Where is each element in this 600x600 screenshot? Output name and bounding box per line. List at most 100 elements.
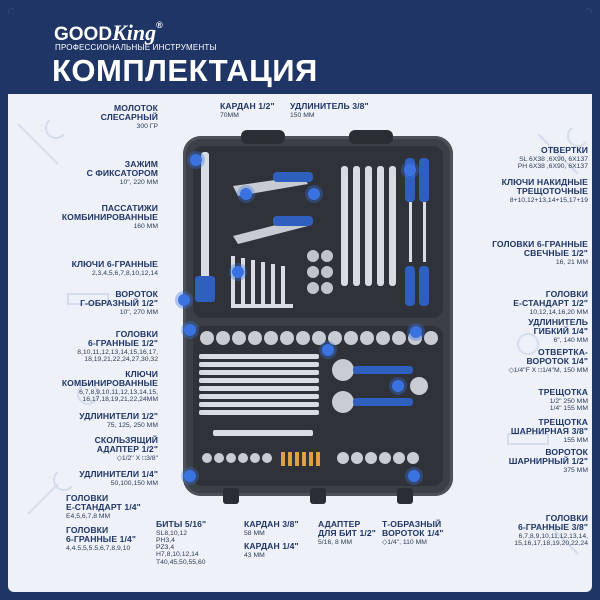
label-title: Т-ОБРАЗНЫЙ ВОРОТОК 1/4" [382, 519, 444, 539]
bits-row-shape [281, 452, 320, 466]
brand-name-b: King [112, 20, 157, 45]
content-panel: GOODKing® ПРОФЕССИОНАЛЬНЫЕ ИНСТРУМЕНТЫ К… [8, 8, 592, 592]
combo-wrenches-shape [199, 354, 319, 415]
label-title: МОЛОТОК СЛЕСАРНЫЙ [100, 103, 158, 123]
label-locking-pliers: ЗАЖИМ С ФИКСАТОРОМ 10", 220 ММ [8, 159, 158, 186]
label-spec: 16, 21 ММ [555, 259, 588, 267]
label-spec: 8+10,12+13,14+15,17+19 [509, 197, 588, 205]
header-band: GOODKing® ПРОФЕССИОНАЛЬНЫЕ ИНСТРУМЕНТЫ К… [8, 8, 592, 94]
label-ext-half: УДЛИНИТЕЛИ 1/2" 75, 125, 250 ММ [8, 411, 158, 430]
label-cardan-quarter: КАРДАН 1/4" 43 ММ [244, 541, 314, 560]
label-hex-keys: КЛЮЧИ 6-ГРАННЫЕ 2,3,4,5,6,7,8,10,12,14 [8, 259, 158, 277]
case-handle-right [349, 130, 393, 144]
label-title: КАРДАН 1/4" [244, 541, 299, 551]
label-sockets-quarter: ГОЛОВКИ 6-ГРАННЫЕ 1/4" 4,4.5,5,5.5,6,7,8… [66, 525, 176, 553]
label-bits: БИТЫ 5/16" SL8,10,12 PH3,4 PZ3,4 H7,8,10… [156, 519, 236, 566]
label-ratchet: ТРЕЩОТКА 1/2" 250 ММ 1/4" 155 ММ [428, 387, 588, 412]
socket-row-top [200, 331, 438, 345]
brand-logo: GOODKing® [54, 20, 163, 46]
label-title: УДЛИНИТЕЛЬ 3/8" [290, 101, 369, 111]
callout-dot [410, 326, 422, 338]
lower-tray-tools [199, 331, 438, 466]
hammer-handle-shape [201, 152, 209, 302]
label-title: ЗАЖИМ С ФИКСАТОРОМ [86, 159, 158, 179]
label-title: ГОЛОВКИ 6-ГРАННЫЕ СВЕЧНЫЕ 1/2" [492, 239, 588, 259]
label-spec: ◇1/2" X □3/8" [116, 455, 158, 463]
label-cardan-half: КАРДАН 1/2" 70ММ [220, 101, 300, 120]
label-sockets-38: ГОЛОВКИ 6-ГРАННЫЕ 3/8" 6,7,8,9,10,11,12,… [448, 513, 588, 548]
callout-dot [392, 380, 404, 392]
label-cardan-38: КАРДАН 3/8" 58 ММ [244, 519, 314, 538]
label-title: КАРДАН 3/8" [244, 519, 299, 529]
brand-tagline: ПРОФЕССИОНАЛЬНЫЕ ИНСТРУМЕНТЫ [55, 43, 217, 52]
label-ext-quarter: УДЛИНИТЕЛИ 1/4" 50,100,150 ММ [8, 469, 158, 487]
label-spec: 10,12,14,16,20 ММ [529, 309, 588, 317]
label-spec: 160 ММ [133, 223, 158, 231]
label-spec: SL8,10,12 PH3,4 PZ3,4 H7,8,10,12,14 T40,… [156, 530, 206, 566]
case-upper-tray [193, 146, 443, 318]
case-latch-center [310, 488, 326, 504]
label-combo-wrenches: КЛЮЧИ КОМБИНИРОВАННЫЕ 6,7,8,9,10,11,12,1… [8, 369, 158, 404]
label-title: БИТЫ 5/16" [156, 519, 207, 529]
label-sockets-half: ГОЛОВКИ 6-ГРАННЫЕ 1/2" 8,10,11,12,13,14,… [8, 329, 158, 364]
label-title: ПАССАТИЖИ КОМБИНИРОВАННЫЕ [61, 203, 158, 223]
case-lower-tray [193, 326, 443, 486]
case-latch-right [397, 488, 413, 504]
case-latch-left [223, 488, 239, 504]
label-etorx-quarter: ГОЛОВКИ Е-СТАНДАРТ 1/4" E4,5,6,7,8 ММ [66, 493, 176, 520]
label-t-bar: Т-ОБРАЗНЫЙ ВОРОТОК 1/4" ◇1/4", 110 ММ [382, 519, 462, 547]
callout-dot [322, 344, 334, 356]
hammer-grip-shape [195, 276, 215, 302]
callout-dot [178, 294, 190, 306]
label-slide-adapter: СКОЛЬЗЯЩИЙ АДАПТЕР 1/2" ◇1/2" X □3/8" [8, 435, 158, 463]
hex-keys-shape [231, 256, 293, 308]
ratchets-shape [332, 359, 428, 413]
label-title: ВОРОТОК Г-ОБРАЗНЫЙ 1/2" [80, 289, 158, 309]
label-spec: 4,4.5,5,5.5,6,7,8,9,10 [66, 545, 131, 553]
label-screwdrivers: ОТВЕРТКИ SL 6Х38 ,6Х90, 6Х137 PH 6Х38 ,6… [428, 145, 588, 171]
label-spec: SL 6Х38 ,6Х90, 6Х137 PH 6Х38 ,6Х90, 6Х13… [517, 156, 588, 171]
label-title: УДЛИНИТЕЛИ 1/4" [79, 469, 158, 479]
label-pliers: ПАССАТИЖИ КОМБИНИРОВАННЫЕ 160 ММ [8, 203, 158, 231]
label-flex-ext: УДЛИНИТЕЛЬ ГИБКИЙ 1/4" 6", 140 ММ [428, 317, 588, 345]
label-spec: ◇1/4"F X □1/4"M, 150 ММ [508, 367, 588, 375]
label-title: ОТВЕРТКИ [541, 145, 588, 155]
label-title: ГОЛОВКИ Е-СТАНДАРТ 1/4" [66, 493, 141, 513]
label-spec: 6,7,8,9,10,11,12,13,14, 15,16,17,18,19,2… [514, 533, 588, 548]
label-title: УДЛИНИТЕЛЬ ГИБКИЙ 1/4" [528, 317, 588, 337]
label-title: УДЛИНИТЕЛИ 1/2" [79, 411, 158, 421]
label-spec: 43 ММ [244, 552, 265, 560]
label-spec: 75, 125, 250 ММ [106, 422, 158, 430]
label-spec: 155 ММ [563, 437, 588, 445]
label-hammer: МОЛОТОК СЛЕСАРНЫЙ 300 ГР [8, 103, 158, 131]
label-spark-sockets: ГОЛОВКИ 6-ГРАННЫЕ СВЕЧНЫЕ 1/2" 16, 21 ММ [428, 239, 588, 267]
label-title: ТРЕЩОТКА ШАРНИРНАЯ 3/8" [510, 417, 588, 437]
label-spec: 8,10,11,12,13,14,15,16,17, 18,19,21,22,2… [77, 349, 158, 364]
label-spec: 70ММ [220, 112, 239, 120]
label-title: ГОЛОВКИ 6-ГРАННЫЕ 1/4" [66, 525, 137, 545]
extension-bar-shape [213, 430, 313, 436]
label-title: ВОРОТОК ШАРНИРНЫЙ 1/2" [508, 447, 588, 467]
label-etorx-half: ГОЛОВКИ Е-СТАНДАРТ 1/2" 10,12,14,16,20 М… [428, 289, 588, 317]
label-ratchet-wrenches: КЛЮЧИ НАКИДНЫЕ ТРЕЩОТОЧНЫЕ 8+10,12+13,14… [428, 177, 588, 205]
label-spec: 5/16, 8 ММ [318, 539, 352, 547]
label-title: ГОЛОВКИ 6-ГРАННЫЕ 1/2" [87, 329, 158, 349]
label-spec: 300 ГР [136, 123, 158, 131]
label-spec: 6,7,8,9,10,11,12,13,14,15, 16,17,18,19,2… [79, 389, 158, 404]
label-l-bar: ВОРОТОК Г-ОБРАЗНЫЙ 1/2" 10", 270 ММ [8, 289, 158, 317]
label-spec: 58 ММ [244, 530, 265, 538]
label-title: КЛЮЧИ 6-ГРАННЫЕ [71, 259, 158, 269]
label-spec: ◇1/4", 110 ММ [382, 539, 427, 547]
callout-dot [232, 266, 244, 278]
label-spec: 6", 140 ММ [553, 337, 588, 345]
callout-dot [240, 188, 252, 200]
label-spec: 150 ММ [290, 112, 315, 120]
callout-dot [190, 154, 202, 166]
label-title: ГОЛОВКИ 6-ГРАННЫЕ 3/8" [517, 513, 588, 533]
label-spec: 10", 270 ММ [119, 309, 158, 317]
label-hinged-ratchet: ТРЕЩОТКА ШАРНИРНАЯ 3/8" 155 ММ [428, 417, 588, 445]
label-title: СКОЛЬЗЯЩИЙ АДАПТЕР 1/2" [94, 435, 158, 455]
callout-dot [404, 164, 416, 176]
label-title: КАРДАН 1/2" [220, 101, 275, 111]
